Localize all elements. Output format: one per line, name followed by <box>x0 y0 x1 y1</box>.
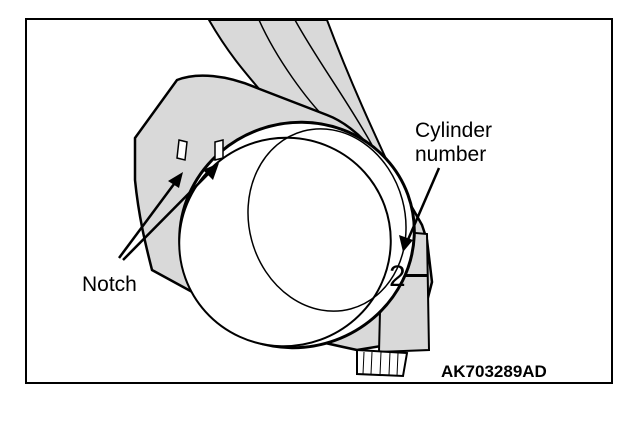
diagram-frame: 2 Cylinder number Notch AK703289AD <box>25 18 613 384</box>
connecting-rod-drawing: 2 <box>117 20 441 378</box>
bearing-shell <box>178 136 392 348</box>
notch-label: Notch <box>82 273 137 296</box>
notch-1 <box>176 139 188 161</box>
notch-arrow-2 <box>203 163 219 180</box>
notch-arrow-1 <box>168 172 183 188</box>
notch-leader-2 <box>122 169 213 261</box>
stamped-number: 2 <box>389 260 406 293</box>
rod-shank-edge-2 <box>294 20 373 146</box>
cylinder-arrow <box>399 235 413 252</box>
cylinder-number-label-line1: Cylinder <box>415 119 493 142</box>
notch-2 <box>214 139 224 161</box>
bolt-nut <box>356 348 409 378</box>
figure-code: AK703289AD <box>441 362 547 381</box>
cylinder-number-label-line2: number <box>415 143 487 166</box>
notch-leader-1 <box>117 179 179 259</box>
cylinder-leader <box>405 167 441 243</box>
bore-inner <box>247 128 407 312</box>
